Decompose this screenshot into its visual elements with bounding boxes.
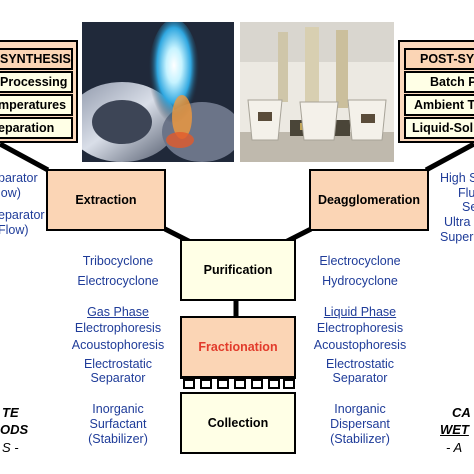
- right-method-separator: Separator: [332, 371, 388, 385]
- right-side-text-4: Ultra: [444, 215, 471, 229]
- left-collection-inorganic: Inorganic: [92, 402, 144, 416]
- left-side-text-3: eparator: [0, 208, 45, 222]
- right-method-electrophoresis: Electrophoresis: [316, 321, 404, 335]
- right-side-text-3: Se: [462, 200, 474, 214]
- right-method-hydrocyclone: Hydrocyclone: [322, 274, 398, 288]
- left-collection-surfactant: Surfactant: [89, 417, 147, 431]
- right-side-text-5: Super: [440, 230, 474, 244]
- left-method-electrostatic: Electrostatic: [83, 357, 153, 371]
- right-side-text-1: High S: [440, 171, 474, 185]
- right-bottom-text-2: WET: [440, 422, 469, 437]
- stage-collection: Collection: [180, 392, 296, 454]
- left-gas-phase-heading: Gas Phase: [87, 305, 149, 319]
- left-method-acoustophoresis: Acoustophoresis: [71, 338, 165, 352]
- right-method-electrostatic: Electrostatic: [325, 357, 395, 371]
- right-collection-dispersant: Dispersant: [330, 417, 390, 431]
- left-side-text-4: Flow): [0, 223, 29, 237]
- cellulose-stands-photo: [240, 22, 394, 162]
- left-bottom-text-2: ODS: [0, 422, 29, 437]
- synthesis-item-separation: eparation: [0, 117, 73, 139]
- right-method-acoustophoresis: Acoustophoresis: [313, 338, 407, 352]
- right-method-electrocyclone: Electrocyclone: [319, 254, 401, 268]
- left-side-text-2: low): [0, 186, 21, 200]
- left-method-separator: Separator: [90, 371, 146, 385]
- stage-deagglomeration: Deagglomeration: [309, 169, 429, 231]
- left-method-tribocyclone: Tribocyclone: [82, 254, 154, 268]
- synthesis-header: SYNTHESIS: [0, 48, 73, 70]
- right-collection-inorganic: Inorganic: [334, 402, 386, 416]
- flame-spray-photo: [82, 22, 234, 162]
- right-bottom-text-3: - A: [446, 440, 463, 455]
- left-bottom-text-1: TE: [2, 405, 19, 420]
- synthesis-item-processing: Processing: [0, 71, 73, 93]
- right-side-text-2: Flu: [458, 186, 474, 200]
- stage-fractionation: Fractionation: [180, 316, 296, 378]
- right-collection-stabilizer: (Stabilizer): [330, 432, 390, 446]
- stage-purification: Purification: [180, 239, 296, 301]
- right-bottom-text-1: CA: [452, 405, 471, 420]
- post-synthesis-header: POST-SY: [404, 48, 474, 70]
- post-synthesis-item-ambient: Ambient T: [404, 94, 474, 116]
- post-synthesis-item-batch: Batch P: [404, 71, 474, 93]
- left-collection-stabilizer: (Stabilizer): [88, 432, 148, 446]
- left-side-text-1: parator: [0, 171, 38, 185]
- left-method-electrocyclone: Electrocyclone: [77, 274, 159, 288]
- left-method-electrophoresis: Electrophoresis: [74, 321, 162, 335]
- post-synthesis-item-liquid-solid: Liquid-Soli: [404, 117, 474, 139]
- stage-extraction: Extraction: [46, 169, 166, 231]
- fractionation-collection-comb: [180, 376, 296, 389]
- left-bottom-text-3: S -: [2, 440, 19, 455]
- right-liquid-phase-heading: Liquid Phase: [323, 305, 397, 319]
- synthesis-item-temperatures: mperatures: [0, 94, 73, 116]
